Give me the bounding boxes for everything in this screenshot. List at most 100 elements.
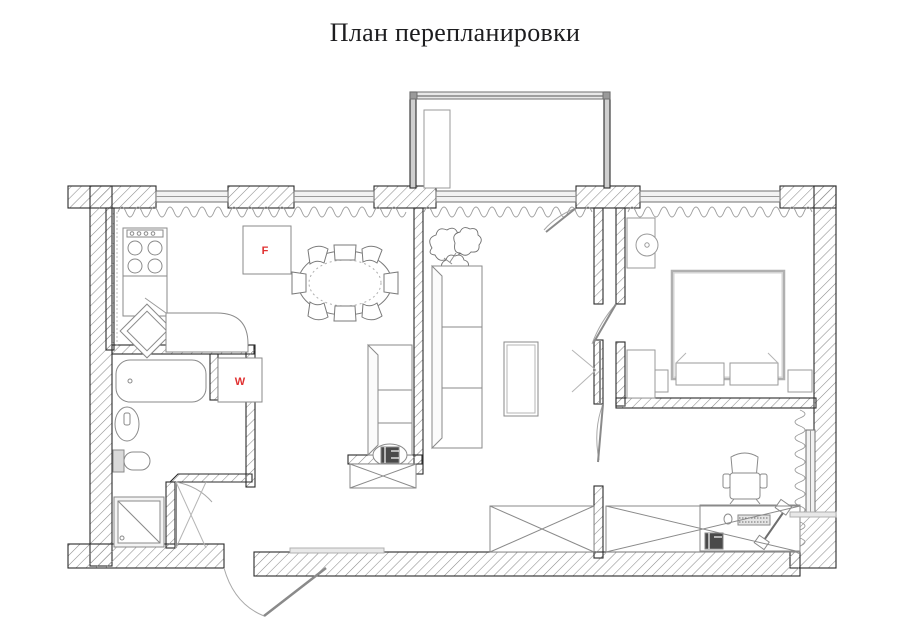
dining-chair-7 <box>291 271 307 295</box>
stove-burner-4 <box>147 258 163 274</box>
kitchen-peninsula <box>165 312 249 353</box>
washing-machine-label: W <box>235 376 246 388</box>
dining-furniture <box>291 244 399 322</box>
toilet-cistern <box>112 449 125 473</box>
office-chair-arm-right <box>759 473 768 489</box>
wall-bedroom-left-lower <box>615 341 626 407</box>
balcony-corner-right <box>602 91 611 100</box>
stove-knob-2 <box>136 231 142 236</box>
dining-chair-2 <box>333 244 357 261</box>
curtain-group <box>116 206 813 555</box>
keyboard <box>737 514 771 526</box>
wall-exterior-right <box>813 185 837 517</box>
wall-bathroom-bottom-stub <box>165 481 176 549</box>
threshold-entry <box>289 547 385 554</box>
dining-chair-6 <box>361 302 383 321</box>
curtain-kitchen-dining <box>117 206 407 218</box>
plant-stem <box>443 252 457 265</box>
coffee-table-inner <box>506 344 536 414</box>
door-group <box>175 207 617 617</box>
refrigerator-label: F <box>262 245 269 257</box>
shower-drain <box>119 535 125 541</box>
bed-pillow-fold-left <box>675 352 687 364</box>
sofa-right-back <box>431 264 443 450</box>
stove-burner-3 <box>127 258 143 274</box>
wall-pier-3 <box>575 185 641 209</box>
threshold-right <box>789 511 837 518</box>
wall-bottom-main <box>253 551 801 577</box>
wall-balcony-right <box>603 91 611 189</box>
balcony <box>409 91 611 189</box>
wall-bedroom-left <box>615 207 626 305</box>
nightstand-right <box>787 369 813 393</box>
dining-chair-4 <box>307 301 329 321</box>
television-screen <box>380 446 400 464</box>
wall-central-partition <box>413 207 424 475</box>
washbasin-tap <box>123 412 131 426</box>
wardrobe-study <box>605 505 801 553</box>
office-chair-leg-1 <box>729 498 735 505</box>
thresholds <box>289 511 837 554</box>
balcony-door-leaf <box>545 207 577 233</box>
office-chair-arm-left <box>722 473 731 489</box>
bathroom-door-arc <box>175 481 213 503</box>
desk-lamp-arm <box>761 509 786 544</box>
bedroom-lamp-center <box>644 242 650 248</box>
wardrobe-living-x2 <box>349 463 417 489</box>
bathroom-door-x2 <box>175 481 207 549</box>
stove-knob-1 <box>129 231 135 236</box>
study-furniture <box>605 452 801 553</box>
wall-hall-mid <box>593 339 604 405</box>
page-title: План перепланировки <box>329 18 581 47</box>
mouse <box>723 513 733 525</box>
bedroom-cabinet-low <box>626 349 656 399</box>
bedroom-furniture <box>626 217 813 399</box>
kitchen-corner-diag <box>144 297 167 314</box>
curtain-bedroom <box>627 206 813 218</box>
washing-machine <box>217 357 263 403</box>
wall-kitchen-left-stub <box>105 207 115 351</box>
wall-bottom-left <box>67 543 225 569</box>
wall-balcony-left <box>409 91 417 189</box>
refrigerator <box>242 225 292 275</box>
stove-burner-2 <box>147 240 163 256</box>
bed-pillow-fold-right <box>767 352 779 364</box>
living-furniture <box>349 264 595 553</box>
wardrobe-study-x2 <box>605 505 801 553</box>
bed-mattress <box>673 272 783 378</box>
bed-pillow-right <box>729 362 779 386</box>
dining-chair-5 <box>333 305 357 322</box>
wall-pier-1 <box>227 185 295 209</box>
wall-hall-lower <box>593 485 604 559</box>
stove-knob-4 <box>150 231 156 236</box>
wardrobe-hall-x2 <box>489 505 595 553</box>
bathroom-furniture <box>112 357 263 548</box>
window-group <box>155 190 816 517</box>
dining-chair-8 <box>383 271 399 295</box>
stove-burner-1 <box>127 240 143 256</box>
wall-hall-left <box>593 207 604 305</box>
bed-pillow-left <box>675 362 725 386</box>
hall-door-leaf <box>597 403 604 463</box>
bathtub-drain <box>127 378 133 384</box>
toilet-bowl <box>123 451 151 471</box>
bathtub <box>115 359 207 403</box>
study-door-arrow-down <box>571 369 597 393</box>
dining-chair-3 <box>361 245 383 264</box>
wall-washer-niche <box>209 353 219 401</box>
office-chair-seat <box>729 472 761 500</box>
dining-chair-1 <box>307 245 329 265</box>
wall-bathroom-right <box>245 344 256 488</box>
bedroom-door-leaf <box>593 303 617 343</box>
kitchen-furniture <box>119 225 292 359</box>
plant-leaf-cluster-b <box>453 227 482 256</box>
entry-door-leaf <box>263 567 327 617</box>
wall-bedroom-bottom <box>615 397 817 409</box>
entry-door-arc <box>223 567 265 617</box>
study-monitor <box>704 532 724 550</box>
desk-lamp-head <box>774 498 793 516</box>
balcony-cabinet <box>423 109 451 189</box>
office-chair-leg-2 <box>755 498 761 505</box>
